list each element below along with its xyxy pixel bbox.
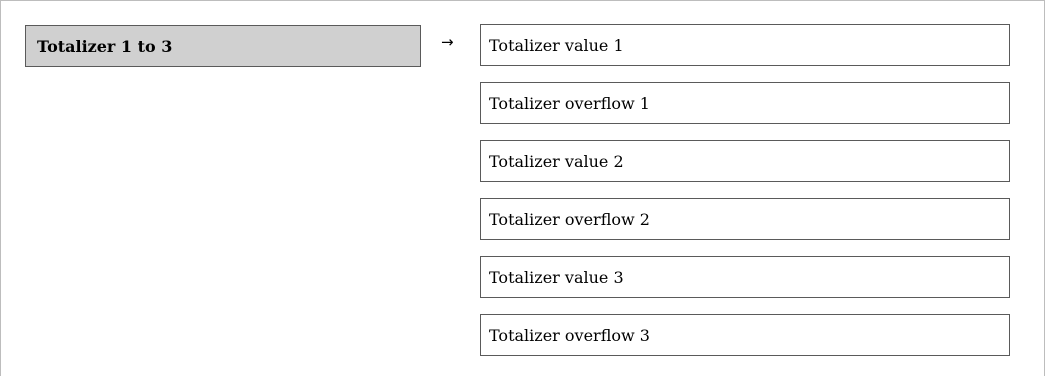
parameter-totalizer-overflow-3: Totalizer overflow 3 xyxy=(480,314,1010,356)
parameter-totalizer-value-2: Totalizer value 2 xyxy=(480,140,1010,182)
parameter-totalizer-value-3: Totalizer value 3 xyxy=(480,256,1010,298)
group-title-box: Totalizer 1 to 3 xyxy=(25,25,421,67)
parameter-totalizer-value-1: Totalizer value 1 xyxy=(480,24,1010,66)
parameter-list: Totalizer value 1 Totalizer overflow 1 T… xyxy=(480,24,1010,372)
parameter-label: Totalizer overflow 3 xyxy=(489,325,650,345)
parameter-label: Totalizer overflow 2 xyxy=(489,209,650,229)
parameter-label: Totalizer value 3 xyxy=(489,267,624,287)
parameter-label: Totalizer value 2 xyxy=(489,151,624,171)
group-title: Totalizer 1 to 3 xyxy=(37,36,173,56)
parameter-totalizer-overflow-2: Totalizer overflow 2 xyxy=(480,198,1010,240)
parameter-totalizer-overflow-1: Totalizer overflow 1 xyxy=(480,82,1010,124)
parameter-label: Totalizer overflow 1 xyxy=(489,93,650,113)
right-arrow-icon: → xyxy=(441,33,454,51)
parameter-label: Totalizer value 1 xyxy=(489,35,624,55)
